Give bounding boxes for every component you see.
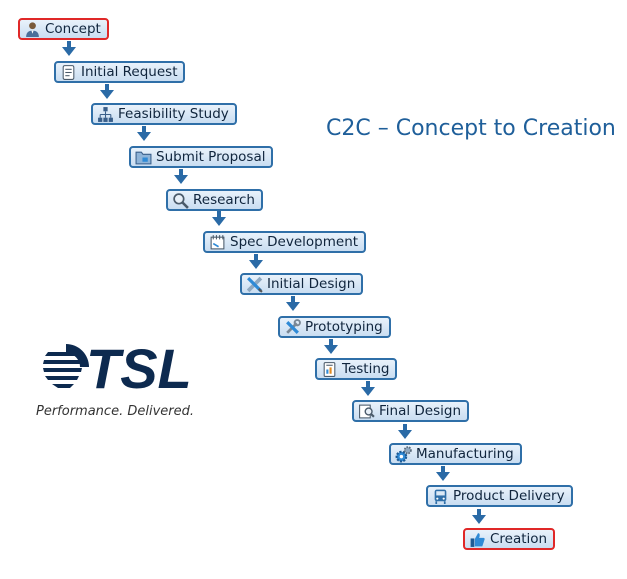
connector-arrow: [361, 381, 375, 396]
step-label: Product Delivery: [453, 488, 565, 504]
step-label: Feasibility Study: [118, 106, 229, 122]
connector-arrow: [249, 254, 263, 269]
connector-arrow: [174, 169, 188, 184]
step-creation: Creation: [463, 528, 556, 550]
document-icon: [60, 64, 77, 81]
connector-arrow: [212, 211, 226, 226]
page-title: C2C – Concept to Creation: [326, 116, 616, 141]
gears-icon: [395, 445, 412, 463]
connector-arrow: [324, 339, 338, 354]
step-testing: Testing: [315, 358, 398, 380]
step-spec-development: Spec Development: [203, 231, 367, 253]
logo-tagline: Performance. Delivered.: [36, 404, 194, 419]
folder-icon: [135, 149, 152, 166]
step-initial-request: Initial Request: [54, 61, 186, 83]
tools-icon: [284, 318, 301, 336]
ruler-pencil-icon: [246, 276, 263, 293]
step-label: Spec Development: [230, 234, 359, 250]
thumbs-up-icon: [469, 531, 486, 548]
step-final-design: Final Design: [352, 400, 470, 422]
step-label: Concept: [45, 21, 101, 37]
connector-arrow: [100, 84, 114, 99]
step-label: Final Design: [379, 403, 462, 419]
connector-arrow: [398, 424, 412, 439]
user-icon: [24, 21, 41, 38]
org-chart-icon: [97, 106, 114, 123]
bus-icon: [432, 488, 449, 505]
blueprint-icon: [358, 403, 375, 420]
step-label: Manufacturing: [416, 446, 514, 462]
step-label: Testing: [342, 361, 390, 377]
connector-arrow: [436, 466, 450, 481]
report-icon: [321, 361, 338, 378]
step-label: Research: [193, 192, 255, 208]
step-label: Initial Design: [267, 276, 356, 292]
notepad-icon: [209, 234, 226, 251]
step-label: Submit Proposal: [156, 149, 266, 165]
step-product-delivery: Product Delivery: [426, 485, 573, 507]
magnifier-icon: [172, 192, 189, 209]
step-initial-design: Initial Design: [240, 273, 364, 295]
step-label: Prototyping: [305, 319, 383, 335]
tsl-logo: TSL: [43, 343, 192, 391]
step-submit-proposal: Submit Proposal: [129, 146, 274, 168]
step-label: Initial Request: [81, 64, 178, 80]
connector-arrow: [286, 296, 300, 311]
connector-arrow: [62, 41, 76, 56]
step-feasibility-study: Feasibility Study: [91, 103, 237, 125]
connector-arrow: [137, 126, 151, 141]
connector-arrow: [472, 509, 486, 524]
step-concept: Concept: [18, 18, 109, 40]
step-prototyping: Prototyping: [278, 316, 391, 338]
step-research: Research: [166, 189, 263, 211]
striped-globe-icon: [43, 344, 89, 388]
step-label: Creation: [490, 531, 548, 547]
logo-wordmark: TSL: [86, 343, 192, 391]
step-manufacturing: Manufacturing: [389, 443, 522, 465]
